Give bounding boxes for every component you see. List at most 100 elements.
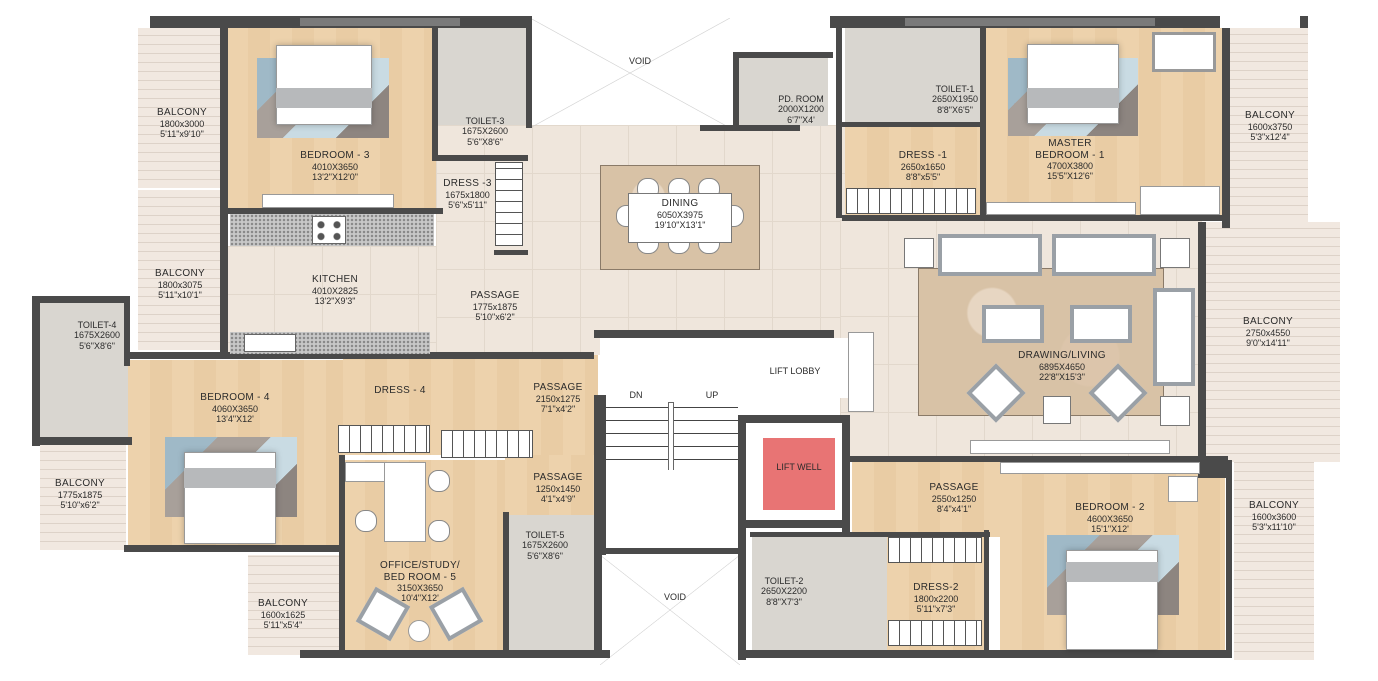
dress1-wardrobe xyxy=(846,188,976,214)
room-size-imperial: 13'2"X9'3" xyxy=(314,295,356,306)
room-size-imperial: 15'1"X12' xyxy=(1091,523,1129,534)
master-armchair xyxy=(1152,32,1216,72)
room-name: VOID xyxy=(663,592,686,602)
bedroom3-bed xyxy=(276,45,372,125)
balcony-ne-floor xyxy=(1230,28,1308,223)
wall xyxy=(1198,222,1206,462)
passage3-floor xyxy=(505,455,598,515)
room-size-metric: 1800x3000 xyxy=(159,118,205,129)
room-name: BALCONY xyxy=(155,268,205,279)
living-tv-unit xyxy=(970,440,1170,454)
office-chair xyxy=(355,510,377,532)
room-name: BALCONY xyxy=(1245,110,1295,121)
lift-well xyxy=(763,438,835,510)
wall xyxy=(526,28,532,128)
master-tv-unit xyxy=(986,202,1136,215)
room-size-metric: 1600x3600 xyxy=(1251,511,1297,522)
wall xyxy=(836,28,842,218)
wall xyxy=(1222,28,1230,228)
room-size-imperial: 7'1"x4'2" xyxy=(540,403,576,414)
room-size-imperial: 15'5"X12'6" xyxy=(1047,171,1093,182)
wall xyxy=(32,296,40,446)
bedroom4-bed xyxy=(184,452,276,544)
balcony-se-floor xyxy=(1234,460,1314,660)
living-sofa-side xyxy=(1153,288,1195,386)
dress2-wardrobe xyxy=(888,620,982,646)
wall xyxy=(842,122,982,127)
void-south xyxy=(600,555,740,665)
room-size-imperial: 5'6"X8'6" xyxy=(467,136,503,147)
room-label-balcony-nw: BALCONY 1800x3000 5'11"x9'10" xyxy=(140,107,224,139)
room-label-balcony-e: BALCONY 2750x4550 9'0"x14'11" xyxy=(1230,316,1306,348)
room-size-metric: 4600X3650 xyxy=(1086,513,1134,524)
room-label-office: OFFICE/STUDY/ BED ROOM - 5 3150X3650 10'… xyxy=(370,560,470,604)
room-size-metric: 2150x1275 xyxy=(535,393,581,404)
wall xyxy=(300,650,610,658)
room-label-balcony-sw: BALCONY 1775x1875 5'10"x6'2" xyxy=(42,478,118,510)
wall xyxy=(432,155,528,161)
wall xyxy=(124,296,130,366)
toilet4-floor xyxy=(40,302,128,437)
wall xyxy=(594,330,834,338)
room-size-metric: 1675X2600 xyxy=(73,330,121,341)
stair-dn-label: DN xyxy=(629,390,643,400)
side-table-icon xyxy=(1043,396,1071,424)
wall xyxy=(32,296,130,303)
office-round-table xyxy=(408,620,430,642)
room-size-imperial: 8'4"x4'1" xyxy=(936,503,972,514)
room-label-toilet3: TOILET-3 1675X2600 5'6"X8'6" xyxy=(450,116,520,147)
wall xyxy=(494,250,528,255)
room-name: BEDROOM - 2 xyxy=(1075,502,1145,513)
room-label-kitchen: KITCHEN 4010X2825 13'2"X9'3" xyxy=(280,274,390,306)
balcony-sw-floor xyxy=(40,445,126,550)
room-size-metric: 1250x1450 xyxy=(535,483,581,494)
wall xyxy=(980,28,986,218)
room-size-metric: 1675x1800 xyxy=(445,189,490,200)
room-size-metric: 2650x1650 xyxy=(900,161,946,172)
room-size-metric: 2650X1950 xyxy=(931,94,979,105)
room-label-toilet5: TOILET-5 1675X2600 5'6"X8'6" xyxy=(515,530,575,561)
dress4-wardrobe xyxy=(441,430,533,458)
wall xyxy=(738,415,850,423)
room-label-passage2: PASSAGE 2150x1275 7'1"x4'2" xyxy=(528,382,588,414)
room-size-metric: 4700X3800 xyxy=(1046,161,1094,171)
room-size-metric: 1775x1875 xyxy=(57,489,103,500)
room-name: DINING xyxy=(661,198,699,209)
balcony-w-floor xyxy=(138,190,224,350)
wall xyxy=(600,395,606,555)
room-size-imperial: 10'4"X12' xyxy=(401,593,439,604)
wall xyxy=(905,18,1155,26)
room-size-imperial: 9'0"x14'11" xyxy=(1246,337,1290,348)
room-name: PASSAGE xyxy=(929,482,979,493)
room-size-metric: 1600x1625 xyxy=(260,609,306,620)
lobby-console xyxy=(848,332,874,412)
room-name: PASSAGE xyxy=(533,382,583,393)
stair-label-up: UP xyxy=(702,390,722,400)
room-size-imperial: 6'7"X4' xyxy=(787,114,815,125)
room-name: BALCONY xyxy=(1243,316,1293,327)
room-name-line2: BED ROOM - 5 xyxy=(383,571,457,583)
wall xyxy=(1226,460,1232,658)
room-label-balcony-w: BALCONY 1800x3075 5'11"x10'1" xyxy=(138,268,222,300)
room-label-lift-lobby: LIFT LOBBY xyxy=(760,366,830,376)
room-size-imperial: 8'8"X7'3" xyxy=(766,596,802,607)
room-size-imperial: 5'11"x9'10" xyxy=(160,128,204,139)
wall xyxy=(733,52,833,58)
room-size-metric: 1775x1875 xyxy=(472,301,518,312)
room-size-imperial: 5'6"X8'6" xyxy=(79,340,115,351)
room-size-metric: 1675X2600 xyxy=(521,540,569,551)
room-name: BALCONY xyxy=(258,598,308,609)
room-label-passage3: PASSAGE 1250x1450 4'1"x4'9" xyxy=(528,472,588,504)
room-label-dress4: DRESS - 4 xyxy=(370,385,430,397)
room-name: BALCONY xyxy=(157,107,207,118)
room-size-metric: 1600x3750 xyxy=(1247,121,1293,132)
room-label-void-north: VOID xyxy=(615,56,665,66)
room-label-master-bedroom: MASTER BEDROOM - 1 4700X3800 15'5"X12'6" xyxy=(1025,138,1115,182)
wall xyxy=(984,530,989,655)
side-table-icon xyxy=(1160,396,1190,426)
room-size-metric: 2750x4550 xyxy=(1245,327,1291,338)
stair-label-dn: DN xyxy=(626,390,646,400)
wall xyxy=(738,415,746,660)
room-size-imperial: 5'3"x11'10" xyxy=(1252,521,1296,532)
room-name: DRESS -3 xyxy=(443,178,492,189)
